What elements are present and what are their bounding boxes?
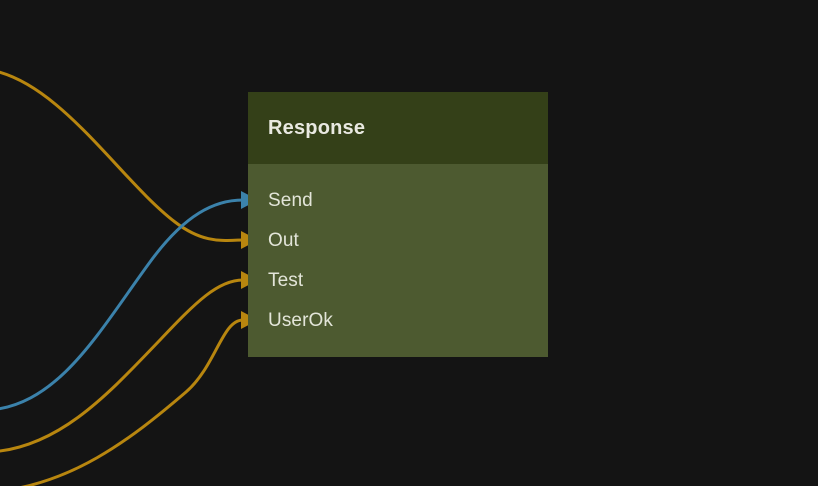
- port-label-test: Test: [268, 269, 304, 291]
- port-label-userok: UserOk: [268, 309, 333, 331]
- port-row-send[interactable]: Send: [248, 180, 548, 220]
- edge-to-test-path: [0, 278, 245, 453]
- edge-to-out-path: [0, 70, 245, 242]
- response-node-body: Send Out Test UserOk: [248, 164, 548, 340]
- response-node-header[interactable]: Response: [248, 92, 548, 164]
- port-row-out[interactable]: Out: [248, 220, 548, 260]
- port-row-test[interactable]: Test: [248, 260, 548, 300]
- edge-to-out[interactable]: [0, 70, 245, 242]
- edge-to-test[interactable]: [0, 278, 245, 453]
- edge-to-userok-path: [20, 318, 245, 486]
- edge-to-send-path: [0, 198, 245, 411]
- port-row-userok[interactable]: UserOk: [248, 300, 548, 340]
- response-node[interactable]: Response Send Out Test UserOk: [248, 92, 548, 357]
- page-title: Response: [268, 116, 366, 139]
- edge-to-userok[interactable]: [0, 318, 245, 486]
- port-label-out: Out: [268, 229, 299, 251]
- port-label-send: Send: [268, 189, 313, 211]
- edge-to-send[interactable]: [0, 198, 245, 411]
